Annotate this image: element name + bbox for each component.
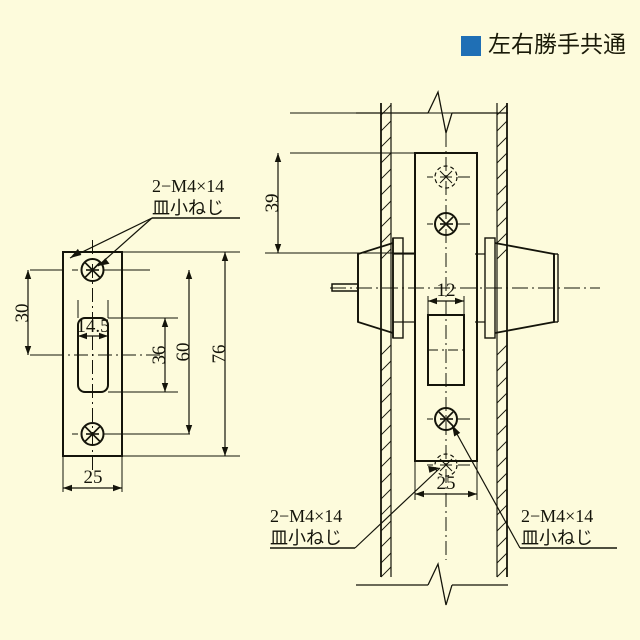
faceplate-screw-top [72, 258, 150, 282]
knob-right [475, 237, 559, 339]
section-screw-top-hidden [427, 165, 470, 189]
dim-30 [24, 270, 32, 355]
dim-text-60: 60 [173, 343, 194, 362]
dim-text-25-section: 25 [437, 473, 456, 494]
knob-left [331, 237, 415, 339]
dim-text-25-front: 25 [84, 467, 103, 488]
dim-text-36: 36 [149, 346, 170, 365]
section-screw-upper [427, 212, 470, 236]
faceplate-screw-bottom [72, 422, 190, 446]
dim-60 [185, 270, 193, 434]
dim-25-section [415, 490, 477, 498]
dim-25-front [63, 484, 122, 492]
jamb-hatch-left [380, 104, 392, 578]
right-callout-line2: 皿小ねじ [521, 528, 593, 549]
jamb-hatch-right [496, 104, 508, 578]
dim-12 [428, 297, 464, 305]
right-callout-line1: 2−M4×14 [521, 506, 593, 526]
section-screw-bottom-hidden [427, 453, 470, 477]
dim-39 [274, 153, 282, 253]
dim-36 [161, 318, 169, 392]
callout-leader-left-bottom [270, 466, 441, 549]
break-line-bottom [356, 561, 508, 606]
blue-square-icon [461, 35, 481, 56]
callout-leader-front [69, 217, 240, 267]
front-callout-line2: 皿小ねじ [152, 198, 224, 219]
dim-76 [221, 252, 229, 456]
dim-14-5 [78, 332, 108, 340]
variant-label: 左右勝手共通 [488, 32, 626, 58]
dim-text-12: 12 [437, 280, 456, 301]
dim-text-30: 30 [12, 304, 33, 323]
section-screw-lower [427, 407, 470, 431]
dim-text-76: 76 [209, 345, 230, 364]
left-callout-line1: 2−M4×14 [270, 506, 342, 526]
dim-text-14-5: 14.5 [76, 316, 109, 337]
front-callout-line1: 2−M4×14 [152, 176, 224, 196]
variant-badge: 左右勝手共通 [461, 34, 626, 57]
callout-leader-right-bottom [451, 424, 617, 549]
left-callout-line2: 皿小ねじ [270, 528, 342, 549]
dim-text-39: 39 [262, 194, 283, 213]
